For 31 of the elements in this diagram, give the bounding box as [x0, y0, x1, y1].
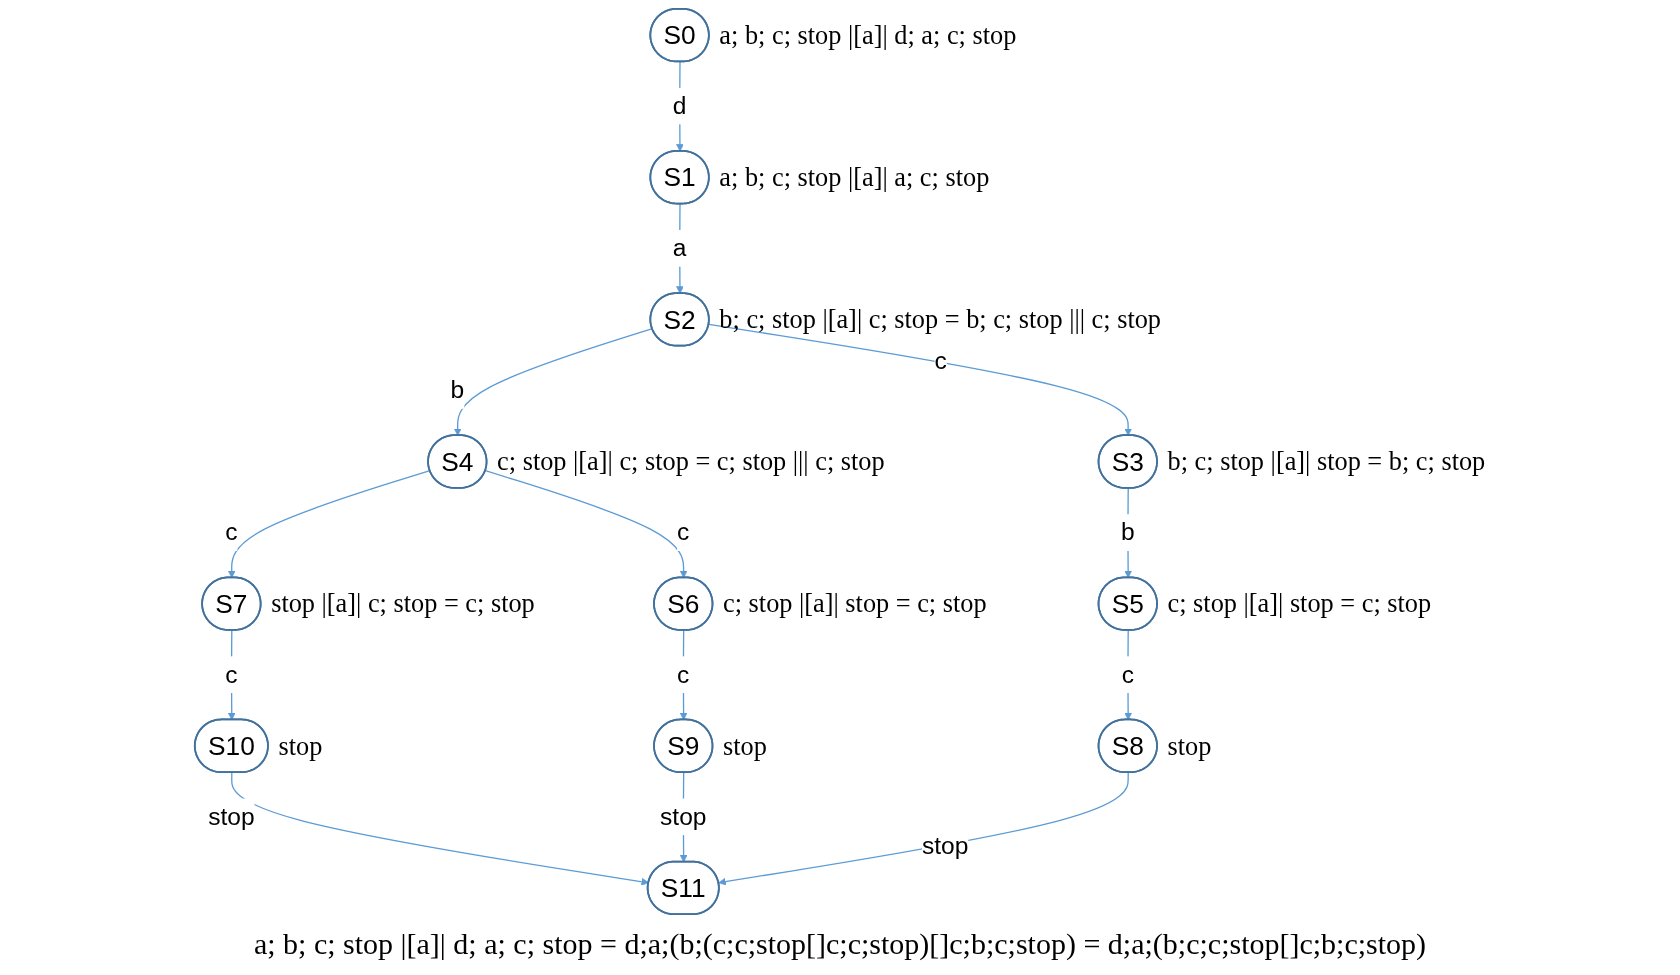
arrow: [231, 771, 649, 886]
edge-label: b: [450, 376, 465, 404]
equation-text: a; b; c; stop |[a]| d; a; c; stop = d;a;(b;(c;c;stop[]c;c;stop)[]c;b;c;stop) = d;a;(b;c;c;stop[]c;b;c;stop): [253, 927, 1427, 961]
state-expression: c; stop |[a]| c; stop = c; stop ||| c; stop: [497, 447, 885, 477]
edge-label: stop: [921, 832, 969, 860]
edge-label: c: [225, 660, 238, 688]
state-expression: b; c; stop |[a]| c; stop = b; c; stop ||| c; stop: [719, 305, 1162, 335]
state-expression: stop: [278, 731, 323, 761]
arrow: [484, 470, 688, 579]
arrow: [227, 470, 431, 579]
state-expression: b; c; stop |[a]| stop = b; c; stop: [1167, 447, 1486, 477]
state-expression: stop |[a]| c; stop = c; stop: [271, 589, 535, 619]
edge-label: a: [672, 234, 687, 262]
edge-label: c: [1121, 660, 1134, 688]
arrow: [718, 771, 1129, 886]
arrow: [708, 323, 1132, 436]
state-expression: stop: [723, 731, 767, 761]
edge-label: c: [677, 518, 690, 546]
edge-label: b: [1120, 518, 1135, 546]
edge-label: stop: [208, 802, 255, 830]
edge-label: c: [225, 518, 238, 546]
state-expression: a; b; c; stop |[a]| a; c; stop: [719, 163, 990, 192]
edge-label: c: [677, 660, 690, 688]
state-expression: c; stop |[a]| stop = c; stop: [723, 589, 987, 619]
edge-label: stop: [660, 802, 707, 830]
state-expression: stop: [1167, 731, 1212, 761]
state-expression: a; b; c; stop |[a]| d; a; c; stop: [719, 20, 1017, 50]
edge-label: c: [934, 346, 947, 375]
state-expression: c; stop |[a]| stop = c; stop: [1167, 589, 1432, 619]
edge-label: d: [672, 92, 687, 120]
arrow: [453, 328, 653, 436]
